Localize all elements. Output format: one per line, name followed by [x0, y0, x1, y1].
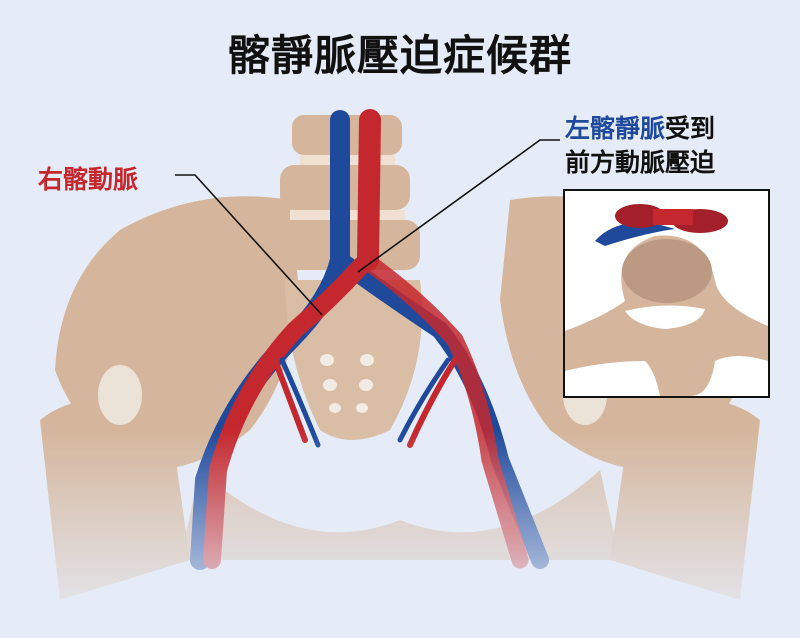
- vertebra-cross-section: [565, 204, 768, 396]
- leader-lines: [175, 139, 560, 316]
- aorta: [357, 109, 381, 271]
- left-iliac-vein-label: 左髂靜脈: [565, 114, 666, 143]
- page-title: 髂靜脈壓迫症候群: [227, 31, 572, 80]
- compression-label: 左髂靜脈受到 前方動脈壓迫: [565, 112, 715, 180]
- compression-label-line2: 前方動脈壓迫: [565, 148, 716, 177]
- right-iliac-artery-pointer: [175, 174, 323, 316]
- bottom-fade: [0, 430, 800, 638]
- cross-section-inset: [563, 189, 770, 398]
- left-iliac-vein-pointer: [357, 139, 560, 273]
- artery-left-lobe: [615, 204, 665, 228]
- compressed-vein: [595, 221, 675, 246]
- compression-label-suffix: 受到: [665, 114, 716, 143]
- right-iliac-artery-label: 右髂動脈: [38, 165, 139, 194]
- sacral-foramina: [320, 354, 374, 413]
- left-iliac-artery: [363, 256, 529, 569]
